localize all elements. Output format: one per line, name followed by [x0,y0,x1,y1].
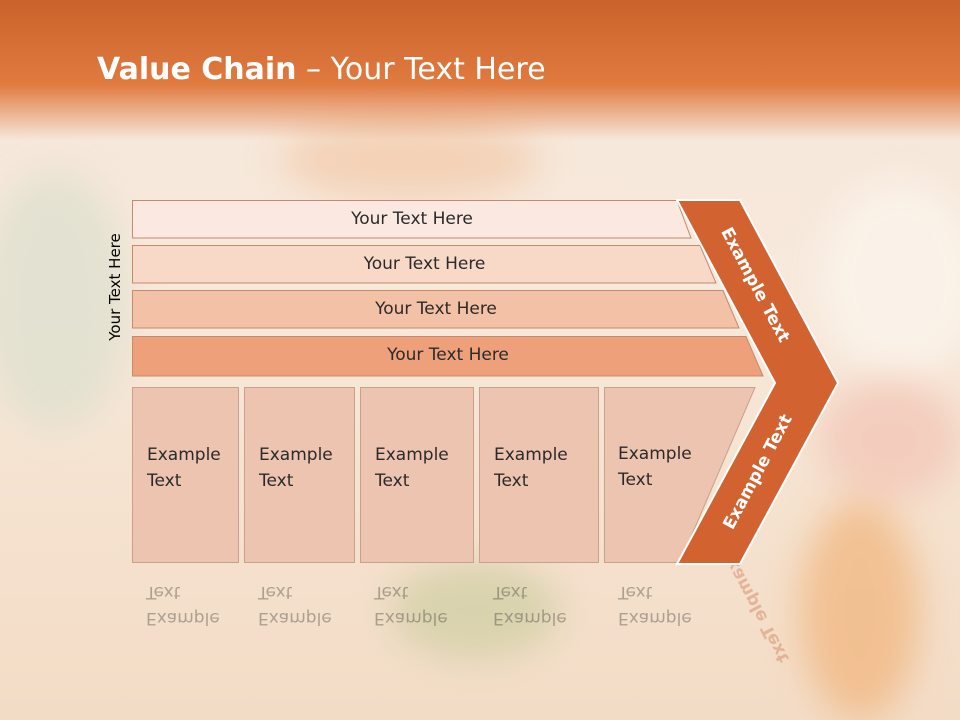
reflection-4-line1: Example [493,608,567,628]
band-3-label: Your Text Here [375,299,497,319]
band-2-shape [132,245,717,284]
reflection-2-line1: Example [258,608,332,628]
band-2-label: Your Text Here [363,254,486,274]
band-3: Your Text Here [132,290,740,329]
column-4-line2: Text [494,471,529,491]
band-1-shape [132,200,692,239]
column-1-line1: Example [147,445,221,465]
reflection-chevron: Example Text [700,565,810,675]
column-3-line1: Example [375,445,449,465]
bg-lotus [820,380,960,500]
bg-towel [820,180,960,380]
reflection-3-text: Example Text [374,579,448,631]
column-2-line2: Text [259,471,294,491]
bg-bottle [800,500,920,720]
reflection-4-text: Example Text [493,579,567,631]
band-1: Your Text Here [132,200,692,239]
reflection-4: Example Text [479,565,599,675]
bg-candle [390,560,560,660]
reflection-5-line2: Text [618,582,653,602]
vertical-label-text: Your Text Here [106,233,124,341]
title-rest: – Your Text Here [296,52,546,87]
column-5-line2: Text [618,470,653,490]
reflection-chevron-text: Example Text [716,565,794,666]
reflection-2-text: Example Text [258,579,332,631]
chevron-arrow [675,199,840,565]
column-3-line2: Text [375,471,410,491]
reflection-5-text: Example Text [618,579,692,631]
band-4: Your Text Here [132,336,764,377]
reflection-1-line2: Text [146,582,181,602]
reflection-5-line1: Example [618,608,692,628]
column-2-line1: Example [259,445,333,465]
bg-plant [0,170,130,430]
column-5-line1: Example [618,444,692,464]
reflection-4-line2: Text [493,582,528,602]
column-1-line2: Text [147,471,182,491]
band-1-label: Your Text Here [351,209,473,229]
band-2: Your Text Here [132,245,717,284]
title-bold: Value Chain [97,52,297,87]
reflection-2: Example Text [244,565,355,675]
reflection-2-line2: Text [258,582,293,602]
reflection-1-text: Example Text [146,579,220,631]
reflection-3-line2: Text [374,582,409,602]
reflection-3-line1: Example [374,608,448,628]
band-3-shape [132,290,740,329]
column-4-line1: Example [494,445,568,465]
slide-title: Value Chain – Your Text Here [97,52,546,87]
reflection-3: Example Text [360,565,474,675]
band-4-shape [132,336,764,377]
header-bar [0,0,960,140]
reflection-1-line1: Example [146,608,220,628]
reflection-1: Example Text [132,565,239,675]
band-4-label: Your Text Here [387,345,509,365]
